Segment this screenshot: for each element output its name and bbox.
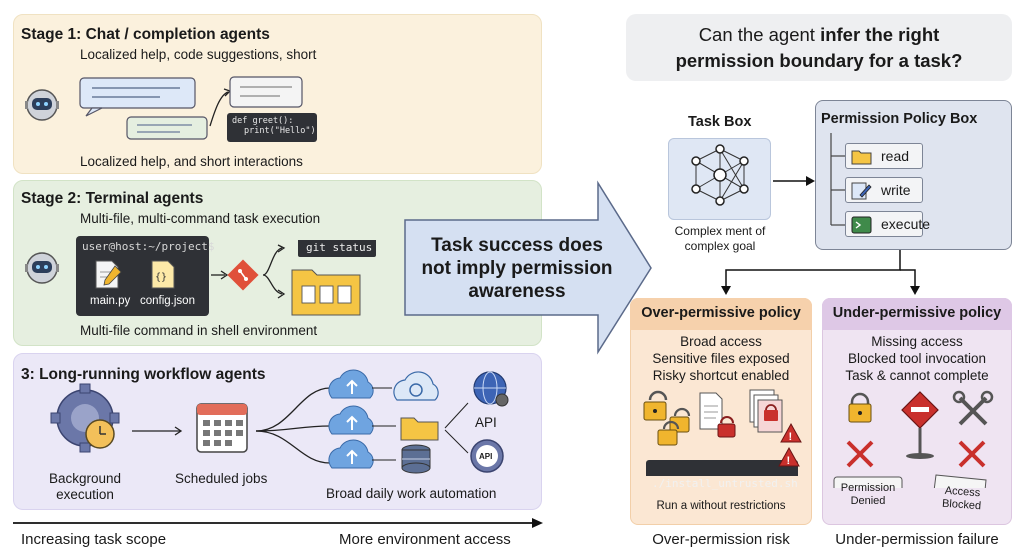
cloud-upload-icon	[328, 405, 374, 435]
robot-icon	[25, 89, 59, 121]
access-blocked-label: Access Blocked	[941, 484, 982, 513]
api-badge-text: API	[479, 452, 493, 461]
task-box-caption: Complex ment of complex goal	[674, 224, 766, 253]
no-entry-sign-icon	[901, 391, 939, 459]
over-permission-illustration: ! !	[643, 389, 802, 476]
center-arrow-text: Task success does not imply permission a…	[421, 235, 613, 302]
under-permission-illustration	[833, 390, 994, 488]
under-permissive-header	[822, 298, 1012, 330]
over-permission-risk-label: Over-permission risk	[652, 531, 790, 548]
permission-denied-label: Permission Denied	[840, 482, 896, 507]
git-command: git status	[306, 241, 373, 254]
split-arrows	[721, 250, 920, 295]
stage2-subtitle: Multi-file, multi-command task execution	[80, 211, 321, 226]
api-gear-icon	[470, 439, 504, 473]
permission-read: read	[845, 143, 923, 169]
permission-box-title: Permission Policy Box	[821, 111, 978, 127]
red-lock-icon	[717, 416, 736, 438]
globe-gear-icon	[473, 371, 509, 407]
stage3-illustration	[50, 369, 509, 474]
permission-write: write	[845, 177, 923, 203]
over-permissive-header	[630, 298, 812, 330]
cloud-upload-icon	[328, 369, 374, 399]
stage2-title: Stage 2: Terminal agents	[21, 190, 204, 207]
stage3-title: 3: Long-running workflow agents	[21, 366, 266, 383]
terminal-icon	[851, 216, 872, 234]
svg-text:!: !	[787, 455, 791, 467]
folder-icon	[291, 269, 361, 316]
file-label-main: main.py	[90, 295, 131, 307]
lock-icon	[848, 392, 872, 423]
stage1-title: Stage 1: Chat / completion agents	[21, 26, 270, 43]
permission-execute: execute	[845, 211, 930, 237]
api-label: API	[475, 415, 497, 430]
warning-icon: !	[780, 422, 802, 443]
terminal-prompt: user@host:~/project$	[82, 240, 215, 253]
folder-icon	[851, 150, 872, 165]
under-permission-failure-label: Under-permission failure	[835, 531, 999, 548]
blocked-x-icon	[958, 440, 986, 468]
chat-bubble-icon	[126, 116, 208, 140]
center-arrow	[404, 180, 652, 355]
calendar-icon	[196, 403, 248, 453]
document-icon	[699, 392, 723, 430]
sensitive-files-icon	[749, 389, 783, 433]
under-permissive-title: Under-permissive policy	[832, 305, 1002, 321]
over-permissive-lines: Broad access Sensitive files exposed Ris…	[652, 334, 790, 383]
over-permissive-title: Over-permissive policy	[641, 305, 801, 321]
tools-icon	[952, 390, 994, 426]
folder-icon	[400, 417, 439, 441]
robot-icon	[25, 252, 59, 284]
stage2-footer: Multi-file command in shell environment	[80, 323, 318, 338]
cloud-upload-icon	[328, 439, 374, 469]
unlocked-lock-icon	[669, 407, 691, 433]
git-icon	[227, 259, 259, 291]
axis-right-label: More environment access	[339, 531, 511, 548]
svg-text:{}: {}	[155, 272, 167, 283]
under-permissive-lines: Missing access Blocked tool invocation T…	[845, 334, 989, 383]
python-file-icon	[95, 260, 122, 289]
tree-lines	[830, 133, 846, 226]
background-execution-label: Background execution	[48, 471, 122, 502]
axis-left-label: Increasing task scope	[21, 531, 167, 548]
svg-text:!: !	[789, 431, 793, 443]
database-icon	[401, 444, 431, 474]
chat-bubble-icon	[79, 77, 196, 117]
stage1-subtitle: Localized help, code suggestions, short	[80, 47, 317, 62]
terminal-command: ./install_untrusted.sh	[652, 477, 798, 490]
task-to-policy-arrow	[773, 176, 815, 186]
cloud-sync-icon	[393, 371, 439, 401]
automation-label: Broad daily work automation	[326, 486, 497, 501]
scope-axis-arrow	[13, 518, 543, 528]
unlocked-lock-icon	[643, 390, 668, 421]
scheduled-jobs-label: Scheduled jobs	[175, 471, 268, 486]
gear-clock-icon	[50, 383, 120, 453]
stage2-illustration: {}	[25, 240, 376, 316]
file-label-config: config.json	[140, 295, 195, 307]
warning-icon: !	[778, 446, 800, 467]
code-snippet: def greet(): print("Hello")	[232, 116, 316, 136]
stage1-footer: Localized help, and short interactions	[80, 154, 303, 169]
unlocked-lock-icon	[657, 420, 680, 446]
chat-bubble-icon	[229, 76, 303, 108]
task-box-title: Task Box	[688, 114, 752, 130]
stage1-illustration	[25, 76, 317, 142]
over-permissive-caption: Run a without restrictions	[656, 500, 786, 512]
question-box: Can the agent infer the right permission…	[626, 14, 1012, 81]
network-icon	[691, 144, 749, 206]
json-file-icon: {}	[151, 260, 175, 289]
edit-icon	[851, 182, 872, 200]
denied-x-icon	[846, 440, 874, 468]
